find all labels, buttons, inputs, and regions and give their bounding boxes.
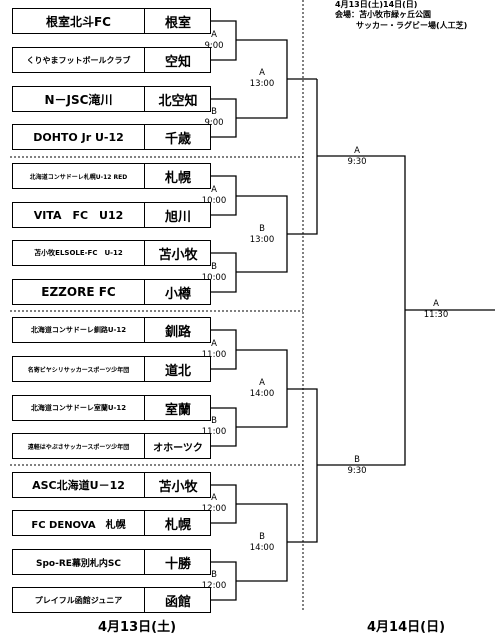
match-court: B: [211, 262, 217, 272]
match-time: 10:00: [201, 196, 227, 206]
match-time: 11:00: [201, 427, 227, 437]
match-time: 14:00: [249, 389, 275, 399]
day1-label: 4月13日(土): [98, 620, 177, 635]
team-name: 遠軽はやぶさサッカースポーツ少年団: [27, 443, 130, 451]
team-name: DOHTO Jr U-12: [33, 130, 124, 144]
team-region: 苫小牧: [158, 247, 198, 263]
team-region: 旭川: [164, 209, 191, 225]
team-region: 道北: [164, 363, 191, 379]
team-name: プレイフル函館ジュニア: [34, 595, 123, 605]
match-court: A: [259, 68, 265, 78]
team-box: プレイフル函館ジュニア 函館: [12, 587, 211, 613]
match-court: A: [211, 339, 217, 349]
team-name: 北海道コンサドーレ札幌U-12 RED: [29, 173, 128, 181]
team-region: 函館: [164, 594, 191, 610]
team-box: 北海道コンサドーレ札幌U-12 RED 札幌: [12, 163, 211, 189]
match-court: B: [211, 570, 217, 580]
match-court: B: [259, 224, 265, 234]
team-name: 北海道コンサドーレ釧路U-12: [30, 326, 127, 334]
team-box: Spo-RE幕別札内SC 十勝: [12, 549, 211, 575]
team-region: 釧路: [164, 324, 191, 340]
team-name: 名寄ビヤシリサッカースポーツ少年団: [27, 366, 130, 374]
team-box: 苫小牧ELSOLE-FC U-12 苫小牧: [12, 240, 211, 266]
day2-label: 4月14日(日): [367, 620, 446, 635]
match-time: 9:30: [347, 157, 367, 167]
match-time: 12:00: [201, 504, 227, 514]
match-court: A: [433, 299, 439, 309]
header-dates: 4月13日(土)14日(日): [335, 0, 418, 9]
team-region: 根室: [164, 15, 191, 31]
team-region: 札幌: [164, 170, 191, 186]
team-region: 小樽: [164, 286, 191, 302]
team-box: 名寄ビヤシリサッカースポーツ少年団 道北: [12, 356, 211, 382]
team-region: 空知: [164, 54, 191, 70]
team-name: VITA FC U12: [33, 209, 124, 222]
match-time: 10:00: [201, 273, 227, 283]
team-region: 十勝: [164, 556, 191, 572]
match-court: A: [211, 493, 217, 503]
team-box: 北海道コンサドーレ釧路U-12 釧路: [12, 317, 211, 343]
team-name: Spo-RE幕別札内SC: [35, 558, 121, 569]
team-name: EZZORE FC: [41, 285, 116, 299]
match-time: 13:00: [249, 235, 275, 245]
team-box: FC DENOVA 札幌 札幌: [12, 510, 211, 536]
team-region: 札幌: [164, 517, 191, 533]
team-region: 室蘭: [164, 402, 191, 418]
match-time: 11:30: [423, 310, 449, 320]
team-box: 根室北斗FC 根室: [12, 8, 211, 34]
match-court: B: [211, 416, 217, 426]
header-venue: 会場：苫小牧市緑ヶ丘公園: [335, 10, 431, 19]
team-name: FC DENOVA 札幌: [31, 519, 126, 531]
match-time: 9:00: [204, 41, 224, 51]
team-region: 千歳: [164, 131, 191, 147]
team-region: 北空知: [158, 93, 198, 109]
team-box: DOHTO Jr U-12 千歳: [12, 124, 211, 150]
match-court: B: [354, 455, 360, 465]
match-court: A: [211, 30, 217, 40]
match-time: 12:00: [201, 581, 227, 591]
match-time: 11:00: [201, 350, 227, 360]
team-box: 北海道コンサドーレ室蘭U-12 室蘭: [12, 395, 211, 421]
header-field: サッカー・ラグビー場(人工芝): [356, 21, 468, 30]
team-box: EZZORE FC 小樽: [12, 279, 211, 305]
team-box: VITA FC U12 旭川: [12, 202, 211, 228]
match-court: B: [259, 532, 265, 542]
match-court: A: [259, 378, 265, 388]
team-name: 北海道コンサドーレ室蘭U-12: [30, 404, 127, 412]
match-time: 9:00: [204, 118, 224, 128]
team-box: くりやまフットボールクラブ 空知: [12, 47, 211, 73]
match-time: 9:30: [347, 466, 367, 476]
team-name: 苫小牧ELSOLE-FC U-12: [34, 249, 123, 257]
team-box: 遠軽はやぶさサッカースポーツ少年団 オホーツク: [12, 433, 211, 459]
team-name: ASC北海道U－12: [32, 479, 125, 492]
team-name: くりやまフットボールクラブ: [26, 55, 131, 65]
team-name: 根室北斗FC: [45, 14, 111, 29]
team-box: N－JSC滝川 北空知: [12, 86, 211, 112]
team-name: N－JSC滝川: [44, 92, 113, 107]
match-court: A: [211, 185, 217, 195]
match-time: 13:00: [249, 79, 275, 89]
match-court: B: [211, 107, 217, 117]
match-court: A: [354, 146, 360, 156]
team-region: 苫小牧: [158, 479, 198, 495]
match-time: 14:00: [249, 543, 275, 553]
team-region: オホーツク: [153, 442, 203, 454]
team-box: ASC北海道U－12 苫小牧: [12, 472, 211, 498]
